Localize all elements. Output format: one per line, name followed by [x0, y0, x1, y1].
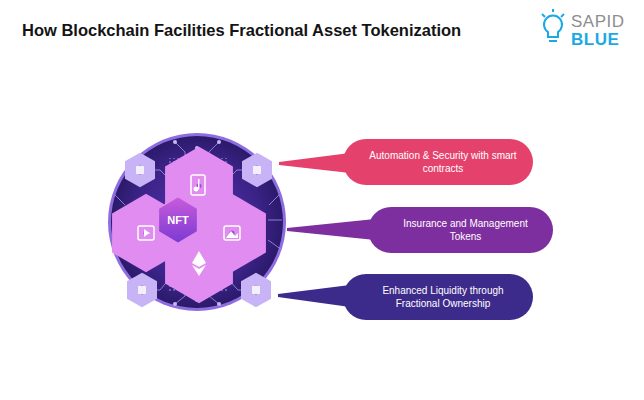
node-text: NFT [167, 214, 188, 226]
logo-icon [542, 9, 564, 41]
leader-line [279, 153, 350, 173]
leader-line [278, 285, 350, 307]
media-icon [138, 175, 240, 276]
nft-hexagon: NFT [157, 196, 199, 244]
circle-background [111, 136, 283, 308]
feature-band: Automation & Security with smart contrac… [343, 139, 533, 185]
leader-line [287, 219, 375, 240]
node-text: Enhanced Liquidity through Fractional Ow… [369, 284, 517, 310]
logo-text: BLUE [571, 30, 619, 50]
circuit-lines [112, 142, 282, 304]
node-text: Automation & Security with smart contrac… [369, 149, 517, 175]
diagram-title: How Blockchain Facilities Fractional Ass… [22, 21, 461, 40]
feature-band: Insurance and Management Tokens [368, 207, 553, 253]
logo-text: SAPID [571, 12, 625, 32]
hexagon [128, 165, 250, 285]
circle-rim [108, 133, 286, 311]
feature-band: Enhanced Liquidity through Fractional Ow… [343, 274, 533, 320]
node-text: Insurance and Management Tokens [394, 217, 537, 243]
